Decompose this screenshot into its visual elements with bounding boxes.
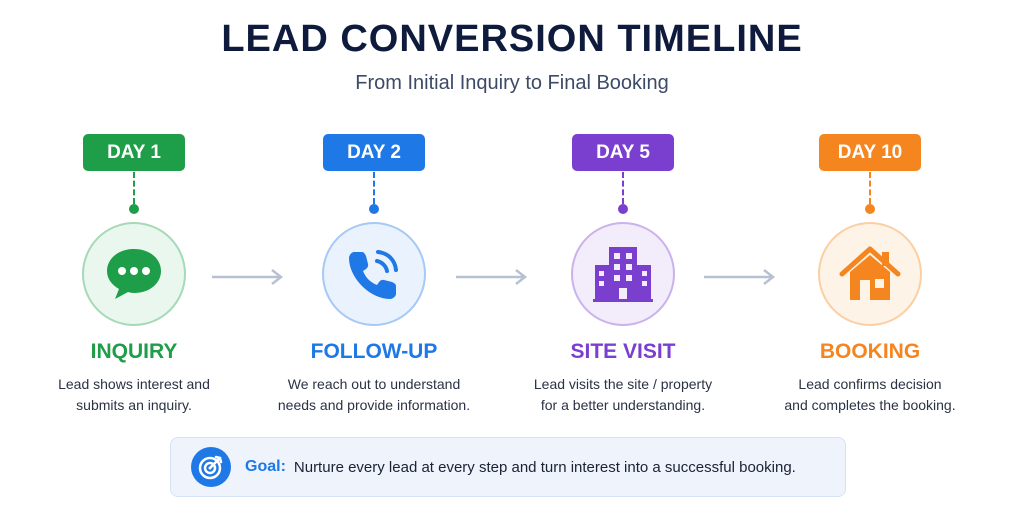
step-follow-up: DAY 2 FOLLOW-UP We reach out to understa… — [254, 134, 494, 424]
step-title: INQUIRY — [90, 340, 178, 363]
house-icon — [839, 246, 901, 300]
step-icon-circle — [82, 222, 186, 326]
arrow-icon — [456, 269, 528, 285]
step-icon-circle — [322, 222, 426, 326]
day-badge: DAY 5 — [572, 134, 674, 171]
step-description: Lead shows interest and submits an inqui… — [14, 374, 254, 416]
step-description-line: We reach out to understand — [287, 376, 461, 392]
step-booking: DAY 10 BOOKING Lead confirms decision an… — [750, 134, 990, 424]
step-description-line: and completes the booking. — [784, 397, 956, 413]
page-subtitle: From Initial Inquiry to Final Booking — [355, 72, 669, 94]
step-description-line: Lead visits the site / property — [533, 376, 713, 392]
connector-dot — [618, 204, 628, 214]
connector-dot — [369, 204, 379, 214]
step-description-line: Lead shows interest and — [58, 376, 210, 392]
step-description-line: for a better understanding. — [540, 397, 706, 413]
step-title: FOLLOW-UP — [310, 340, 438, 363]
step-site-visit: DAY 5 SITE VISIT Lead visits the site / … — [503, 134, 743, 424]
connector-dot — [865, 204, 875, 214]
connector-line — [133, 172, 135, 204]
connector-dot — [129, 204, 139, 214]
step-description: We reach out to understand needs and pro… — [254, 374, 494, 416]
day-badge: DAY 1 — [83, 134, 185, 171]
goal-banner: Goal: Nurture every lead at every step a… — [170, 437, 846, 497]
day-badge: DAY 2 — [323, 134, 425, 171]
step-inquiry: DAY 1 INQUIRY Lead shows interest and su… — [14, 134, 254, 424]
step-icon-circle — [571, 222, 675, 326]
connector-line — [373, 172, 375, 204]
goal-text: Nurture every lead at every step and tur… — [293, 458, 796, 476]
arrow-icon — [212, 269, 284, 285]
step-description-line: submits an inquiry. — [76, 397, 192, 413]
connector-line — [622, 172, 624, 204]
step-title: SITE VISIT — [570, 340, 676, 363]
phone-icon — [349, 250, 398, 299]
connector-line — [869, 172, 871, 204]
goal-label: Goal: — [245, 458, 286, 475]
step-description: Lead confirms decision and completes the… — [750, 374, 990, 416]
arrow-icon — [704, 269, 776, 285]
chat-bubble-icon — [107, 249, 161, 299]
step-description-line: needs and provide information. — [277, 397, 471, 413]
step-title: BOOKING — [819, 340, 921, 363]
step-description-line: Lead confirms decision — [798, 376, 942, 392]
step-description: Lead visits the site / property for a be… — [503, 374, 743, 416]
building-icon — [593, 247, 653, 302]
day-badge: DAY 10 — [819, 134, 921, 171]
page-title: LEAD CONVERSION TIMELINE — [221, 18, 803, 60]
target-icon — [191, 447, 231, 487]
step-icon-circle — [818, 222, 922, 326]
